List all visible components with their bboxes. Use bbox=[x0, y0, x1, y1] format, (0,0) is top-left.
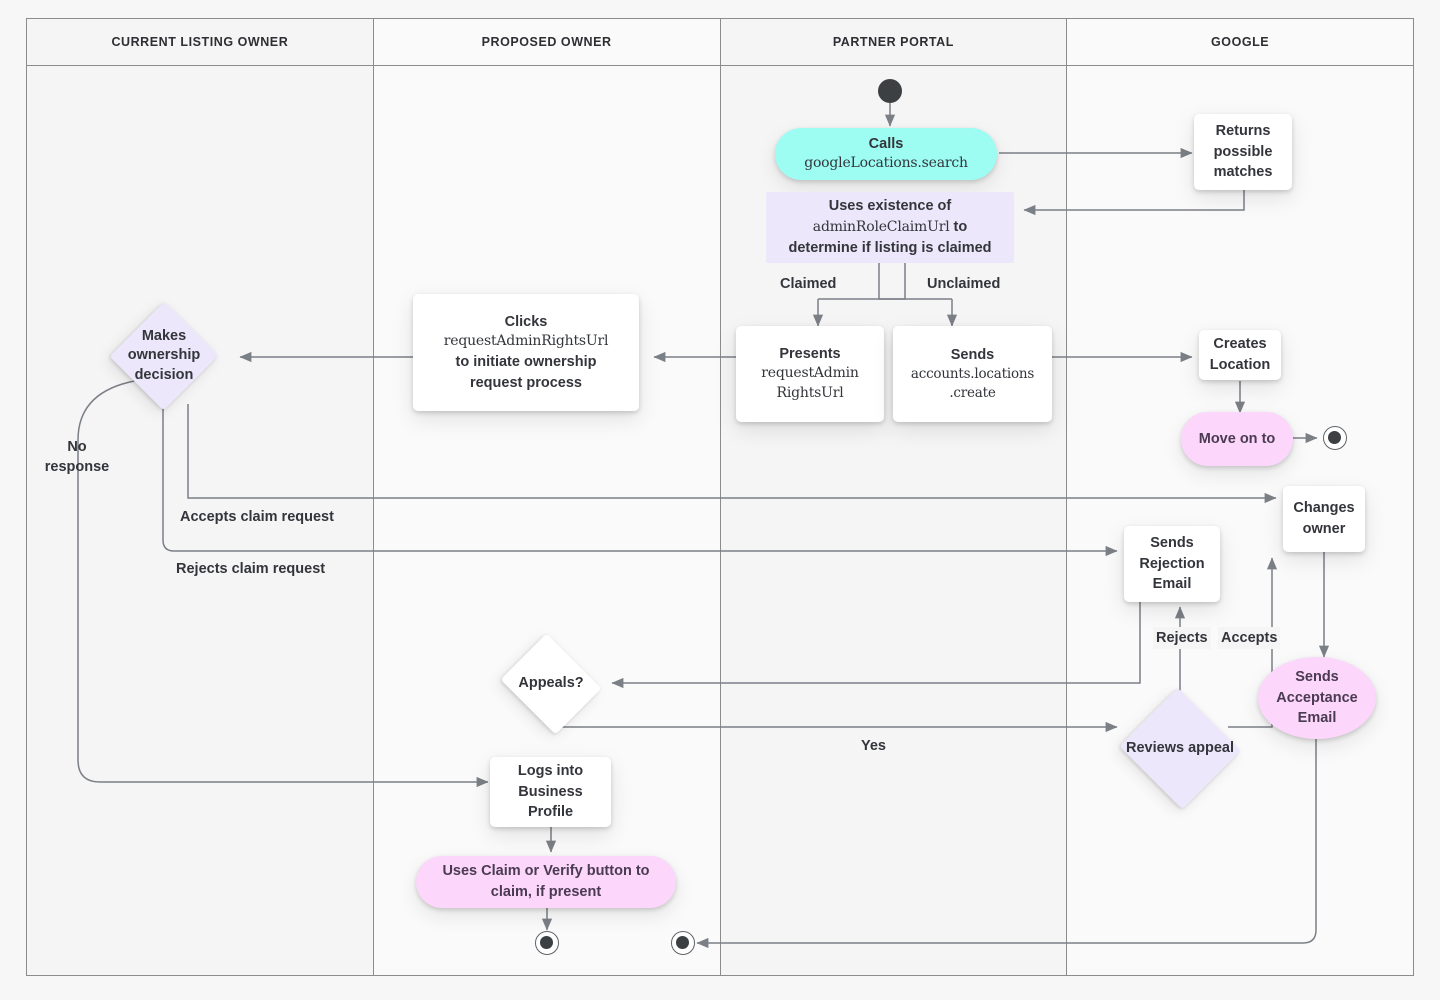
node-changes-owner[interactable]: Changes owner bbox=[1283, 486, 1365, 552]
node-changes-owner-label: Changes owner bbox=[1293, 500, 1355, 537]
node-sends-rejection-email[interactable]: Sends Rejection Email bbox=[1124, 526, 1220, 602]
node-makes-ownership-decision-label: Makes ownership decision bbox=[127, 327, 201, 383]
node-creates-location-label: Creates Location bbox=[1209, 336, 1271, 373]
node-uses-claim-line1: Uses Claim or Verify button to bbox=[442, 863, 650, 880]
edge-label-no-response: No response bbox=[42, 437, 112, 477]
node-move-on-to[interactable]: Move on to bbox=[1181, 412, 1293, 466]
edge-label-unclaimed: Unclaimed bbox=[927, 276, 1001, 292]
node-appeals-label: Appeals? bbox=[518, 675, 584, 692]
edge-label-accepts-claim-request: Accepts claim request bbox=[180, 509, 334, 525]
edge-label-no-response-line1: No bbox=[67, 439, 87, 455]
end-node-proposed-owner bbox=[535, 931, 559, 955]
edge-label-claimed: Claimed bbox=[780, 276, 837, 292]
node-sends-rejection-email-label: Sends Rejection Email bbox=[1139, 535, 1205, 593]
node-logs-into-business-profile[interactable]: Logs into Business Profile bbox=[490, 757, 611, 827]
node-clicks-line3: to initiate ownership bbox=[455, 354, 597, 371]
node-creates-location[interactable]: Creates Location bbox=[1199, 330, 1281, 380]
lane-current-listing-owner: CURRENT LISTING OWNER bbox=[26, 18, 374, 976]
node-sends-create-line1: Sends bbox=[950, 346, 995, 363]
node-uses-existence-line1: Uses existence of bbox=[828, 198, 952, 215]
lane-header-partner-portal: PARTNER PORTAL bbox=[720, 18, 1067, 66]
lane-body-proposed-owner bbox=[374, 66, 720, 975]
node-reviews-appeal-label: Reviews appeal bbox=[1126, 739, 1234, 756]
node-returns-possible-matches[interactable]: Returns possible matches bbox=[1194, 114, 1292, 190]
end-node-google bbox=[1323, 426, 1347, 450]
node-sends-create-line2: accounts.locations bbox=[910, 366, 1035, 383]
node-uses-existence-line3: determine if listing is claimed bbox=[788, 239, 992, 256]
node-presents-line2: requestAdmin bbox=[761, 365, 859, 382]
node-sends-create-line3: .create bbox=[949, 385, 996, 402]
edge-label-yes: Yes bbox=[858, 735, 889, 757]
node-sends-accounts-locations-create[interactable]: Sends accounts.locations .create bbox=[893, 326, 1052, 422]
end-node-partner-portal bbox=[671, 931, 695, 955]
node-clicks-line4: request process bbox=[469, 374, 582, 391]
node-sends-acceptance-email-label: Sends Acceptance Email bbox=[1276, 669, 1358, 727]
lane-header-current-listing-owner: CURRENT LISTING OWNER bbox=[27, 18, 373, 66]
node-uses-claim-line2: claim, if present bbox=[490, 884, 602, 900]
node-clicks-request-admin-rights-url[interactable]: Clicks requestAdminRightsUrl to initiate… bbox=[413, 294, 639, 411]
node-clicks-line1: Clicks bbox=[504, 313, 548, 330]
edge-label-no-response-line2: response bbox=[44, 459, 110, 475]
node-move-on-to-label: Move on to bbox=[1198, 430, 1276, 447]
edge-label-rejects: Rejects bbox=[1153, 627, 1211, 649]
node-uses-existence-of-admin-role-claim-url[interactable]: Uses existence of adminRoleClaimUrl to d… bbox=[766, 192, 1014, 263]
lane-header-proposed-owner: PROPOSED OWNER bbox=[373, 18, 720, 66]
node-makes-ownership-decision[interactable]: Makes ownership decision bbox=[109, 301, 219, 411]
node-logs-into-business-profile-label: Logs into Business Profile bbox=[517, 763, 584, 821]
node-calls-line2: googleLocations.search bbox=[804, 155, 968, 172]
node-presents-request-admin-rights-url[interactable]: Presents requestAdmin RightsUrl bbox=[736, 326, 884, 422]
node-returns-possible-matches-label: Returns possible matches bbox=[1213, 123, 1273, 181]
edge-label-accepts: Accepts bbox=[1218, 627, 1281, 649]
node-clicks-line2: requestAdminRightsUrl bbox=[443, 333, 609, 350]
node-uses-claim-or-verify-button[interactable]: Uses Claim or Verify button to claim, if… bbox=[416, 856, 676, 908]
node-presents-line1: Presents bbox=[779, 345, 841, 362]
start-node-partner-portal bbox=[878, 79, 902, 103]
node-calls-google-locations-search[interactable]: Calls googleLocations.search bbox=[775, 128, 997, 180]
node-uses-existence-line2: adminRoleClaimUrl to bbox=[812, 219, 968, 236]
node-presents-line3: RightsUrl bbox=[776, 385, 844, 402]
node-reviews-appeal[interactable]: Reviews appeal bbox=[1117, 687, 1243, 810]
node-appeals-decision[interactable]: Appeals? bbox=[496, 633, 606, 735]
lane-proposed-owner: PROPOSED OWNER bbox=[373, 18, 721, 976]
lane-header-google: GOOGLE bbox=[1067, 18, 1413, 66]
edge-label-rejects-claim-request: Rejects claim request bbox=[176, 561, 326, 577]
node-sends-acceptance-email[interactable]: Sends Acceptance Email bbox=[1258, 657, 1376, 739]
node-calls-line1: Calls bbox=[868, 135, 904, 152]
